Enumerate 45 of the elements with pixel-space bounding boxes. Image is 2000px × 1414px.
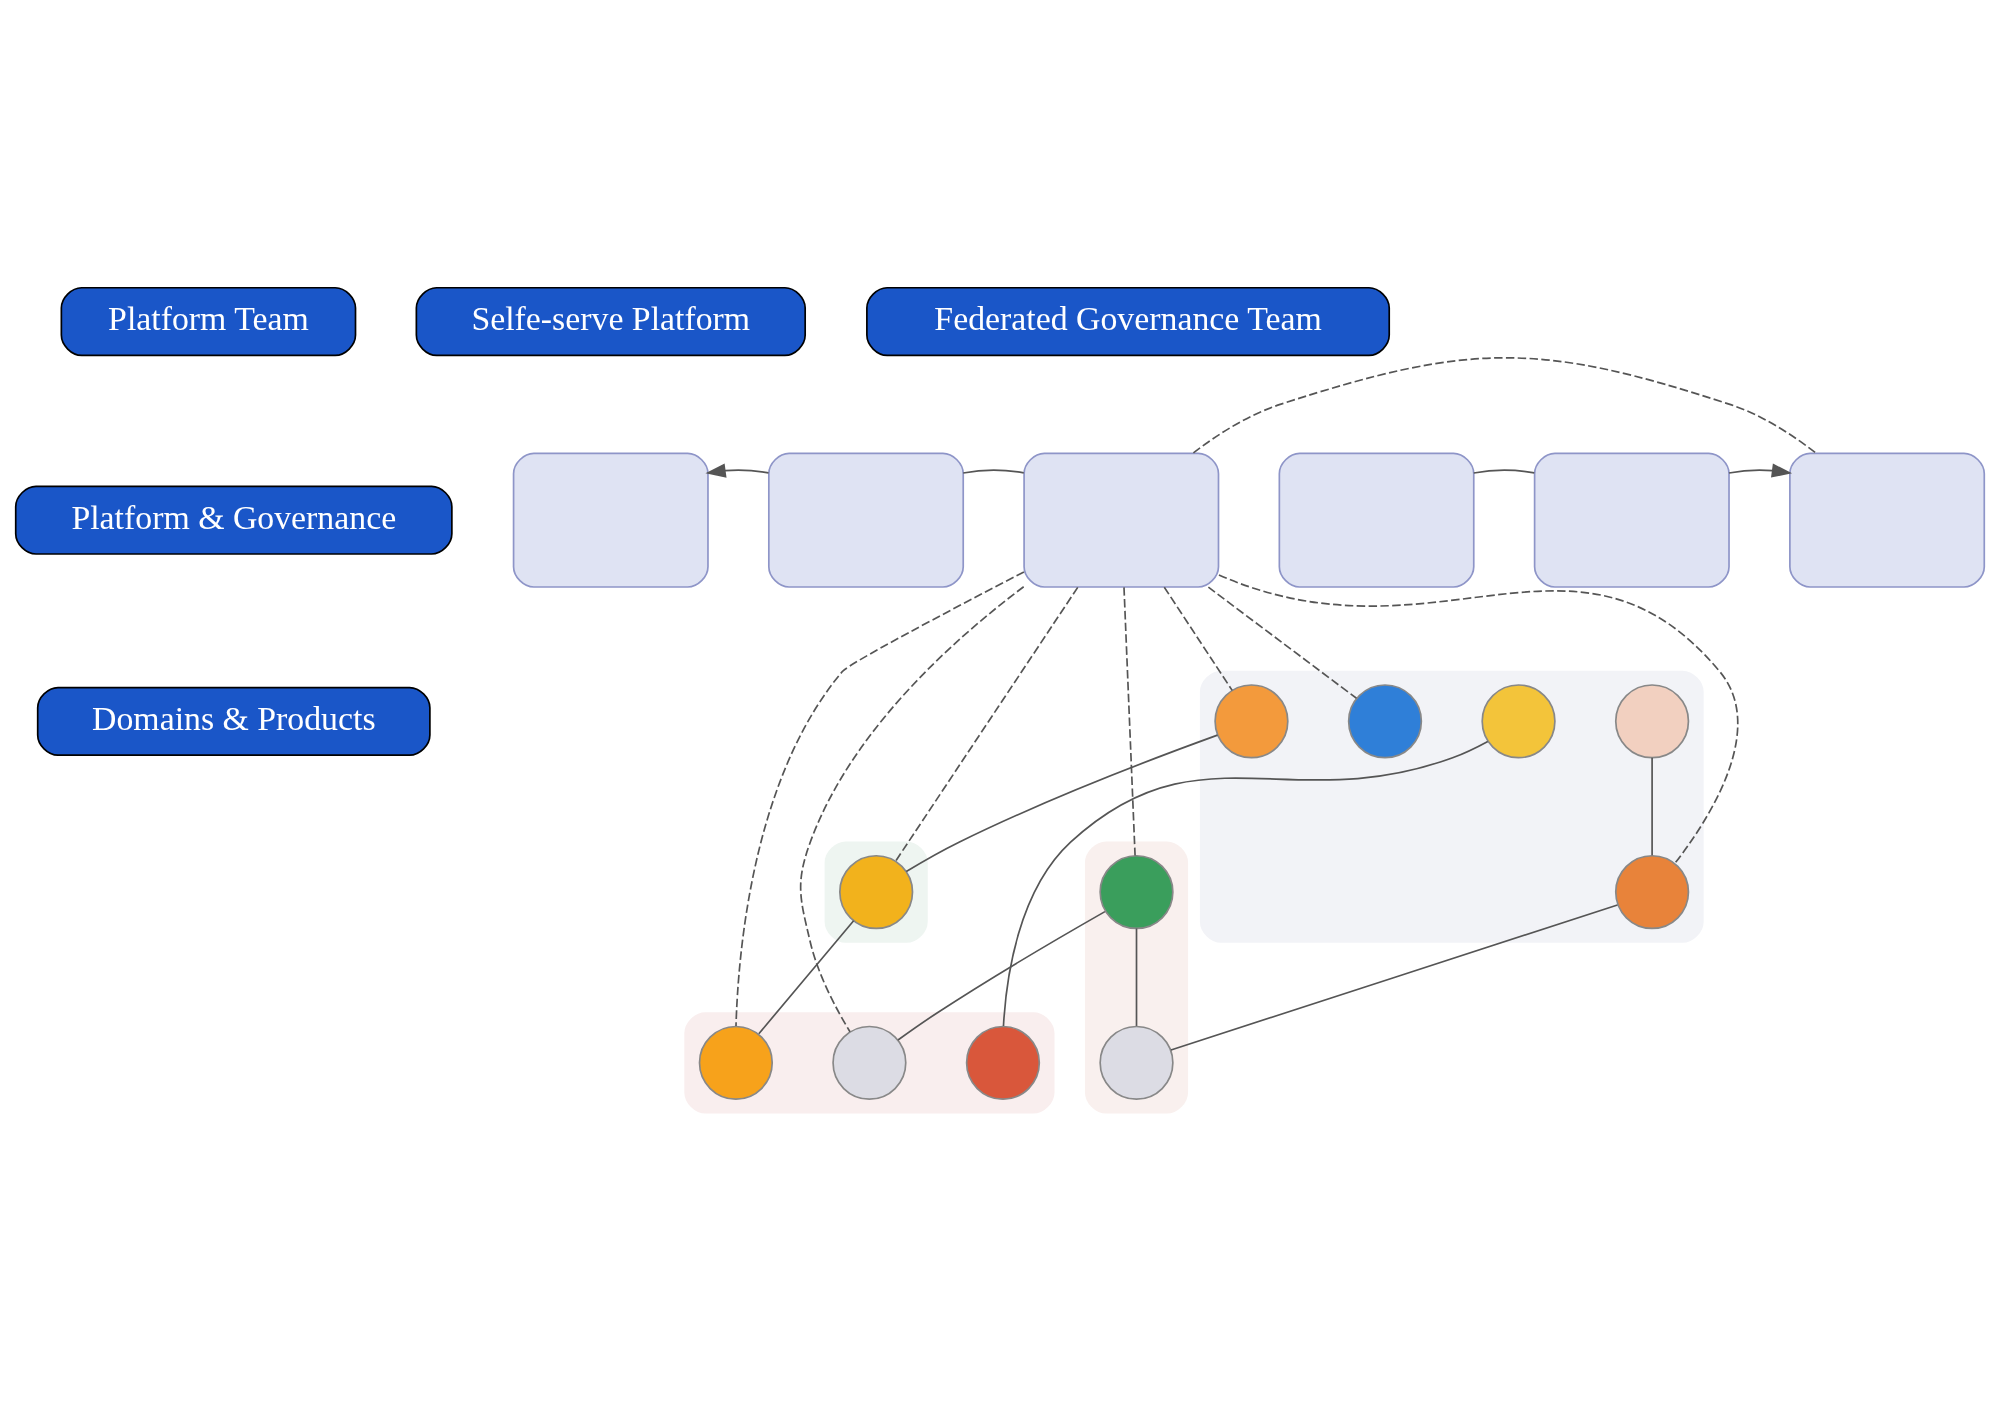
node-circle: [1099, 854, 1174, 930]
arrow: [1728, 463, 1793, 478]
node-box: [1278, 452, 1475, 588]
connector: [1472, 469, 1536, 474]
node-circle: [1481, 684, 1556, 759]
node-circle: [839, 854, 914, 930]
node-box: Domains & Products: [36, 686, 431, 757]
connector: [757, 919, 855, 1035]
connector: [1123, 586, 1136, 857]
connector: [1192, 356, 1817, 454]
arrow: [705, 463, 770, 478]
node-box: [768, 452, 965, 588]
connector: [799, 585, 1025, 1033]
node-circle: [1347, 684, 1423, 759]
cluster: [824, 841, 928, 943]
node-box: [512, 452, 709, 588]
connector: [735, 571, 1025, 1027]
node-circle: [698, 1025, 774, 1101]
connector: [1002, 740, 1489, 1027]
node-circle: [1099, 1025, 1174, 1101]
connector: [1218, 574, 1739, 864]
cluster: [1199, 670, 1704, 943]
node-box: Selfe-serve Platform: [415, 286, 806, 357]
node-circle: [1614, 684, 1690, 759]
node-circle: [1214, 684, 1289, 759]
node-box: Federated Governance Team: [866, 286, 1391, 357]
connector: [897, 910, 1106, 1041]
node-box: [1023, 452, 1220, 588]
connector: [1651, 756, 1653, 857]
connector: [1163, 586, 1233, 692]
node-circle: [965, 1025, 1041, 1101]
node-box: [1789, 452, 1986, 588]
connector: [905, 734, 1219, 873]
cluster: [1084, 841, 1189, 1114]
node-box: [1533, 452, 1730, 588]
connector: [962, 469, 1025, 474]
connector: [1207, 586, 1358, 700]
connector: [894, 586, 1079, 863]
node-circle: [832, 1025, 907, 1101]
connector: [1170, 904, 1619, 1051]
cluster: [684, 1012, 1055, 1114]
node-box: Platform Team: [60, 286, 357, 357]
connector: [1135, 927, 1138, 1027]
node-box: Platform & Governance: [14, 485, 453, 555]
node-circle: [1614, 854, 1690, 930]
